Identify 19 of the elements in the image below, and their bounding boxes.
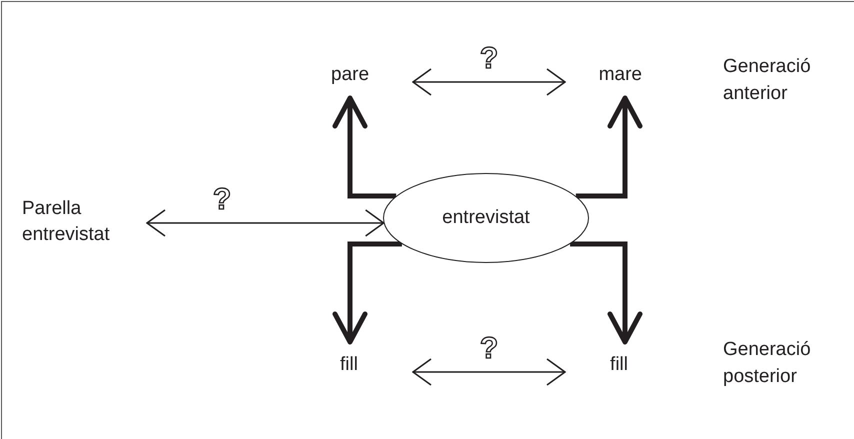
arrow: [576, 96, 642, 198]
node-label: mare: [598, 63, 642, 87]
edge-label: ?: [212, 185, 232, 215]
node-label: entrevistat: [441, 206, 531, 230]
node-label: fill: [610, 353, 628, 377]
node-label: fill: [340, 353, 358, 377]
generation-label: Generació posterior: [723, 338, 812, 389]
edge-label: ?: [480, 334, 498, 364]
arrow: [332, 96, 396, 198]
node-label: pare: [331, 63, 370, 87]
arrow: [332, 242, 402, 344]
arrow: [146, 209, 384, 237]
arrow: [412, 358, 566, 386]
generation-label: Generació anterior: [723, 55, 812, 106]
arrow: [412, 68, 566, 96]
arrow: [570, 242, 642, 344]
edge-label: ?: [480, 44, 498, 74]
node-label: Parella entrevistat: [22, 197, 111, 247]
person-ellipse: [383, 173, 589, 263]
